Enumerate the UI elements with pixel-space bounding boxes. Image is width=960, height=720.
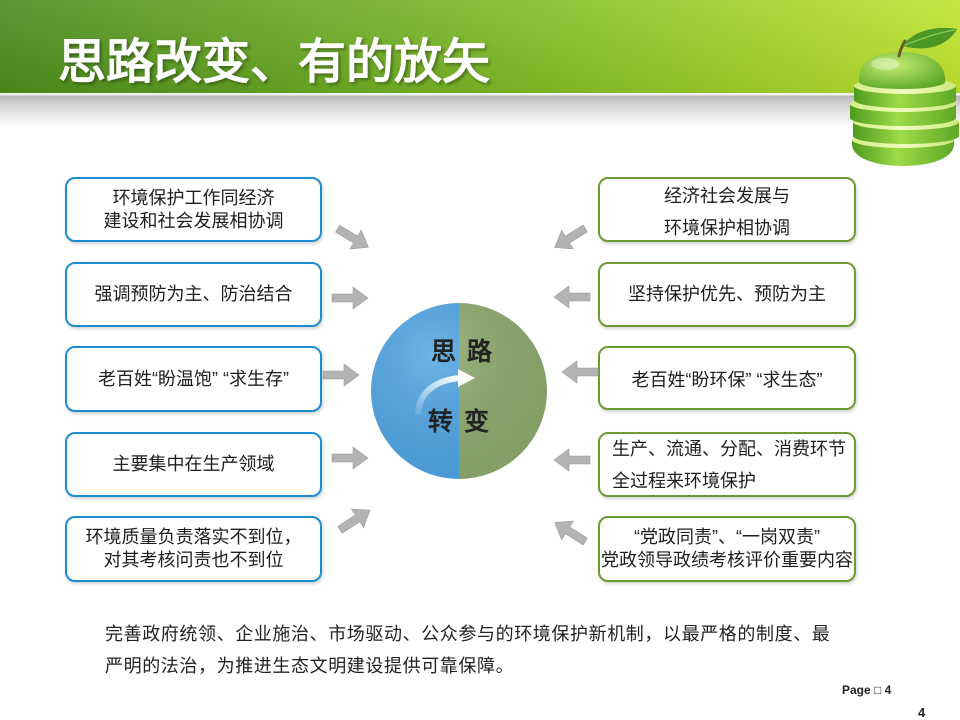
box-line: 老百姓“盼环保” “求生态”: [631, 369, 823, 390]
left-box-2: 强调预防为主、防治结合: [65, 262, 322, 327]
arrow-icon: [553, 285, 591, 309]
arrow-icon: [337, 508, 371, 534]
arrow-icon: [335, 224, 369, 250]
box-line: 老百姓“盼温饱” “求生存”: [98, 368, 289, 389]
box-line: 全过程来环境保护: [612, 470, 756, 491]
box-line: 坚持保护优先、预防为主: [628, 284, 826, 304]
left-box-1: 环境保护工作同经济 建设和社会发展相协调: [65, 177, 322, 242]
circle-top-text: 思路: [431, 338, 504, 366]
apple-icon: [850, 27, 959, 166]
right-box-3: 老百姓“盼环保” “求生态”: [598, 346, 856, 410]
arrow-icon: [561, 360, 599, 384]
box-line: 主要集中在生产领域: [112, 454, 275, 474]
box-line: 建设和社会发展相协调: [103, 210, 284, 231]
circle-bottom-text: 转变: [428, 408, 501, 436]
arrow-icon: [553, 448, 591, 472]
circle-left-half: [371, 303, 459, 479]
left-box-3: 老百姓“盼温饱” “求生存”: [65, 346, 322, 412]
right-box-5: “党政同责”、“一岗双责” 党政领导政绩考核评价重要内容: [598, 516, 856, 582]
box-line: 环境质量负责落实不到位，: [85, 527, 302, 547]
circle-right-half: [459, 303, 547, 479]
right-box-1: 经济社会发展与 环境保护相协调: [598, 177, 856, 242]
header-band: [0, 0, 960, 93]
right-box-2: 坚持保护优先、预防为主: [598, 262, 856, 327]
arrow-icon: [331, 446, 369, 470]
central-circle: [371, 303, 547, 479]
box-line: 强调预防为主、防治结合: [94, 284, 293, 304]
left-arrows: [322, 224, 371, 534]
box-line: 环境保护工作同经济: [112, 187, 275, 208]
corner-slide-number: 4: [918, 705, 926, 720]
box-line: 对其考核问责也不到位: [103, 550, 284, 570]
left-box-5: 环境质量负责落实不到位， 对其考核问责也不到位: [65, 516, 322, 582]
summary-text: 完善政府统领、企业施治、市场驱动、公众参与的环境保护新机制，以最严格的制度、最 …: [105, 618, 830, 682]
box-line: 生产、流通、分配、消费环节: [612, 438, 846, 459]
right-box-4: 生产、流通、分配、消费环节 全过程来环境保护: [598, 432, 856, 497]
header-divider: [0, 93, 960, 127]
arrow-icon: [331, 286, 369, 310]
summary-line: 严明的法治，为推进生态文明建设提供可靠保障。: [105, 656, 515, 676]
arrow-icon: [554, 224, 588, 250]
box-line: “党政同责”、“一岗双责”: [634, 527, 820, 547]
arrow-icon: [322, 363, 360, 387]
curved-arrow-icon: [415, 369, 475, 415]
right-arrows: [553, 224, 599, 546]
box-line: 环境保护相协调: [664, 218, 790, 238]
box-line: 经济社会发展与: [664, 186, 790, 206]
summary-line: 完善政府统领、企业施治、市场驱动、公众参与的环境保护新机制，以最严格的制度、最: [105, 624, 831, 644]
left-box-4: 主要集中在生产领域: [65, 432, 322, 497]
box-line: 党政领导政绩考核评价重要内容: [601, 550, 853, 570]
slide-title: 思路改变、有的放矢: [58, 36, 491, 89]
page-number-label: Page □ 4: [842, 683, 892, 697]
arrow-icon: [554, 520, 588, 546]
